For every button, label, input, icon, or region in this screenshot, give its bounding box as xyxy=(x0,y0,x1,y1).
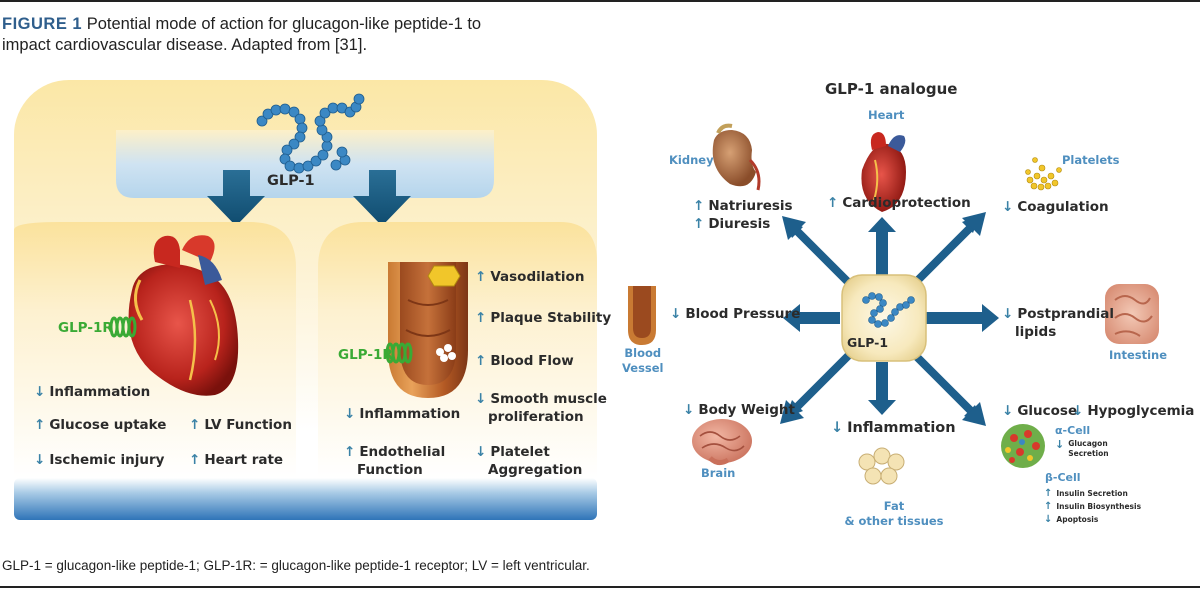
top-rule xyxy=(0,0,1200,2)
organ-platelets-label: Platelets xyxy=(1062,153,1120,167)
organ-fat-label: Fat& other tissues xyxy=(844,499,944,528)
pancreas-islet-illustration xyxy=(1001,424,1045,468)
center-molecule-chain xyxy=(862,292,915,328)
insulin-biosynthesis-note: ↑Insulin Biosynthesis xyxy=(1044,501,1142,512)
apoptosis-note: ↓Apoptosis xyxy=(1044,514,1099,525)
analogue-title: GLP-1 analogue xyxy=(825,80,958,98)
heart-effect-lv-function: ↑LV Function xyxy=(189,417,292,433)
left-panel-graphics xyxy=(14,80,597,520)
heart-effect-heart-rate: ↑Heart rate xyxy=(189,452,284,468)
organ-brain-label: Brain xyxy=(701,466,736,480)
effect-coagulation: ↓Coagulation xyxy=(1002,199,1109,215)
blood-vessel-illustration xyxy=(628,286,656,345)
effect-body-weight: ↓Body Weight xyxy=(683,402,795,418)
intestine-illustration xyxy=(1105,284,1159,344)
vessel-illustration xyxy=(388,262,468,398)
heart-effect-inflammation: ↓Inflammation xyxy=(34,384,151,400)
fat-cells-illustration xyxy=(858,447,905,485)
alpha-cell-label: α-Cell xyxy=(1055,424,1091,437)
effect-glucose: ↓Glucose xyxy=(1002,403,1078,419)
effect-blood-pressure: ↓Blood Pressure xyxy=(670,306,801,322)
organ-kidney-label: Kidney xyxy=(669,153,714,167)
heart-effect-ischemic-injury: ↓Ischemic injury xyxy=(34,452,165,468)
glp1-molecule-chain xyxy=(256,93,365,174)
caption-line-1: Potential mode of action for glucagon-li… xyxy=(82,15,482,33)
vessel-effect-vasodilation: ↑Vasodilation xyxy=(475,269,585,285)
kidney-organ-illustration xyxy=(712,123,761,191)
heart-receptor-label: GLP-1R xyxy=(58,320,113,336)
beta-cell-label: β-Cell xyxy=(1045,471,1081,484)
platelets-illustration xyxy=(1025,157,1062,191)
caption-line-2: impact cardiovascular disease. Adapted f… xyxy=(2,36,368,54)
vessel-receptor-label: GLP-1R xyxy=(338,347,393,363)
figure-footnote: GLP-1 = glucagon-like peptide-1; GLP-1R:… xyxy=(2,558,590,573)
insulin-secretion-note: ↑Insulin Secretion xyxy=(1044,488,1128,499)
vessel-effect-plaque-stability: ↑Plaque Stability xyxy=(475,310,612,326)
heart-receptor-coil xyxy=(109,316,137,338)
effect-hypoglycemia: ↓Hypoglycemia xyxy=(1072,403,1195,419)
center-glp1-label: GLP-1 xyxy=(847,335,889,350)
glp1-top-label: GLP-1 xyxy=(267,173,315,189)
brain-illustration xyxy=(692,419,752,466)
figure-label: FIGURE 1 xyxy=(2,15,83,33)
vessel-effect-inflammation: ↓Inflammation xyxy=(344,406,461,422)
organ-heart-label: Heart xyxy=(868,108,905,122)
effect-diuresis: ↑Diuresis xyxy=(693,216,771,232)
figure-caption: FIGURE 1 Potential mode of action for gl… xyxy=(2,14,602,56)
vessel-effect-blood-flow: ↑Blood Flow xyxy=(475,353,574,369)
heart-illustration xyxy=(128,235,239,396)
heart-effect-glucose-uptake: ↑Glucose uptake xyxy=(34,417,167,433)
effect-natriuresis: ↑Natriuresis xyxy=(693,198,793,214)
right-panel-graphics xyxy=(628,123,1159,485)
effect-inflammation: ↓Inflammation xyxy=(831,420,956,436)
heart-organ-illustration xyxy=(861,132,906,212)
bottom-rule xyxy=(0,586,1200,588)
vessel-receptor-coil xyxy=(385,342,413,364)
effect-cardioprotection: ↑Cardioprotection xyxy=(827,195,971,211)
organ-intestine-label: Intestine xyxy=(1109,348,1168,362)
